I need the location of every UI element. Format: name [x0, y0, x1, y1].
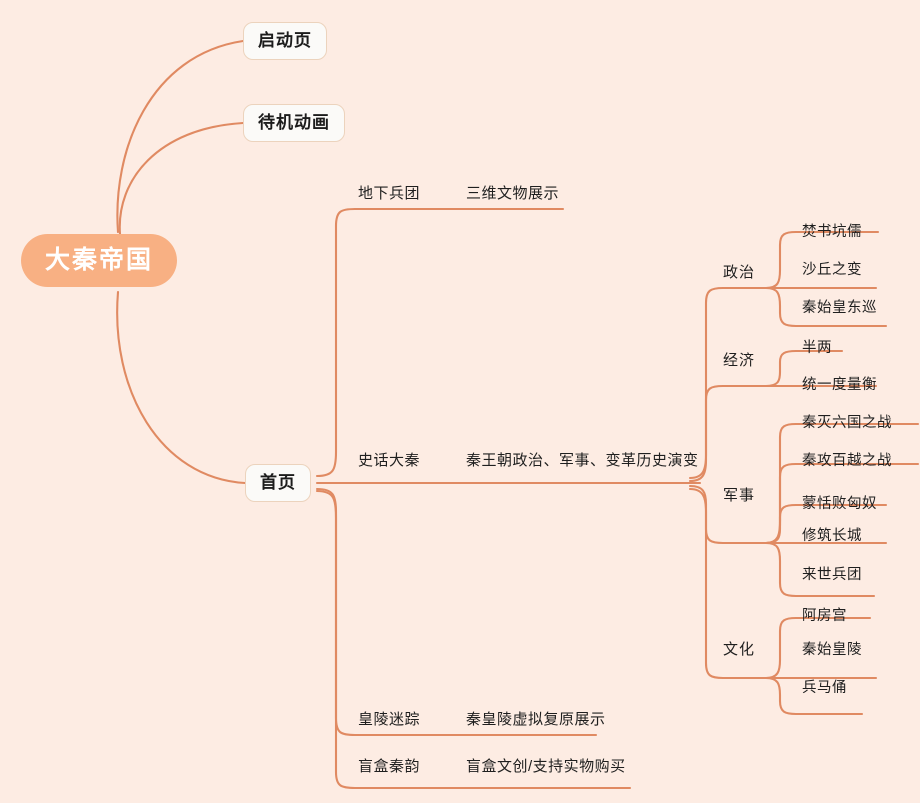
leaf-jingji-1[interactable]: 统一度量衡 — [802, 377, 877, 393]
leaf-zhengzhi-0[interactable]: 焚书坑儒 — [802, 224, 862, 240]
node-shihua-daqin-desc: 秦王朝政治、军事、变革历史演变 — [466, 452, 699, 469]
link-shihua-zhengzhi — [688, 286, 725, 480]
node-huangling-mizong-desc: 秦皇陵虚拟复原展示 — [466, 711, 606, 728]
leaf-junshi-2[interactable]: 蒙恬败匈奴 — [802, 496, 877, 512]
node-dixia-bingtuan[interactable]: 地下兵团 — [358, 185, 421, 202]
link-shihua-wenhua — [688, 487, 725, 680]
node-shihua-daqin[interactable]: 史话大秦 — [358, 452, 421, 469]
node-qidongye[interactable]: 启动页 — [243, 22, 327, 60]
node-manghe-qinyun-desc: 盲盒文创/支持实物购买 — [466, 758, 626, 775]
link-junshi-2 — [764, 503, 798, 545]
node-category-zhengzhi[interactable]: 政治 — [723, 264, 756, 281]
leaf-junshi-3[interactable]: 修筑长城 — [802, 528, 862, 544]
node-category-junshi[interactable]: 军事 — [723, 487, 756, 504]
link-junshi-0 — [764, 422, 798, 545]
leaf-wenhua-1[interactable]: 秦始皇陵 — [802, 642, 862, 658]
node-daijidonghua[interactable]: 待机动画 — [243, 104, 345, 142]
node-manghe-qinyun[interactable]: 盲盒秦韵 — [358, 758, 421, 775]
link-junshi-4 — [764, 541, 798, 598]
link-shouye-huangling — [315, 487, 357, 737]
leaf-zhengzhi-2[interactable]: 秦始皇东巡 — [802, 300, 877, 316]
leaf-wenhua-2[interactable]: 兵马俑 — [802, 680, 847, 696]
link-wenhua-0 — [764, 616, 798, 680]
node-huangling-mizong[interactable]: 皇陵迷踪 — [358, 711, 421, 728]
link-shihua-junshi — [688, 484, 725, 545]
link-root-qidongye — [116, 39, 245, 234]
leaf-junshi-1[interactable]: 秦攻百越之战 — [802, 453, 892, 469]
root-node[interactable]: 大秦帝国 — [21, 234, 178, 287]
link-junshi-1 — [764, 462, 798, 545]
link-shouye-manghe — [315, 489, 357, 790]
link-wenhua-2 — [764, 676, 798, 716]
node-dixia-bingtuan-desc: 三维文物展示 — [466, 185, 560, 202]
leaf-zhengzhi-1[interactable]: 沙丘之变 — [802, 262, 862, 278]
link-root-daijidonghua — [118, 121, 245, 236]
node-category-wenhua[interactable]: 文化 — [723, 641, 756, 658]
link-root-shouye — [116, 290, 247, 485]
link-shouye-dixia — [315, 207, 357, 478]
link-jingji-0 — [764, 349, 798, 388]
node-category-jingji[interactable]: 经济 — [723, 352, 756, 369]
leaf-junshi-0[interactable]: 秦灭六国之战 — [802, 415, 892, 431]
link-zhengzhi-2 — [764, 286, 798, 328]
link-zhengzhi-0 — [764, 230, 798, 290]
node-shouye[interactable]: 首页 — [245, 464, 311, 502]
leaf-junshi-4[interactable]: 来世兵团 — [802, 567, 862, 583]
leaf-wenhua-0[interactable]: 阿房宫 — [802, 608, 847, 624]
leaf-jingji-0[interactable]: 半两 — [802, 340, 832, 356]
